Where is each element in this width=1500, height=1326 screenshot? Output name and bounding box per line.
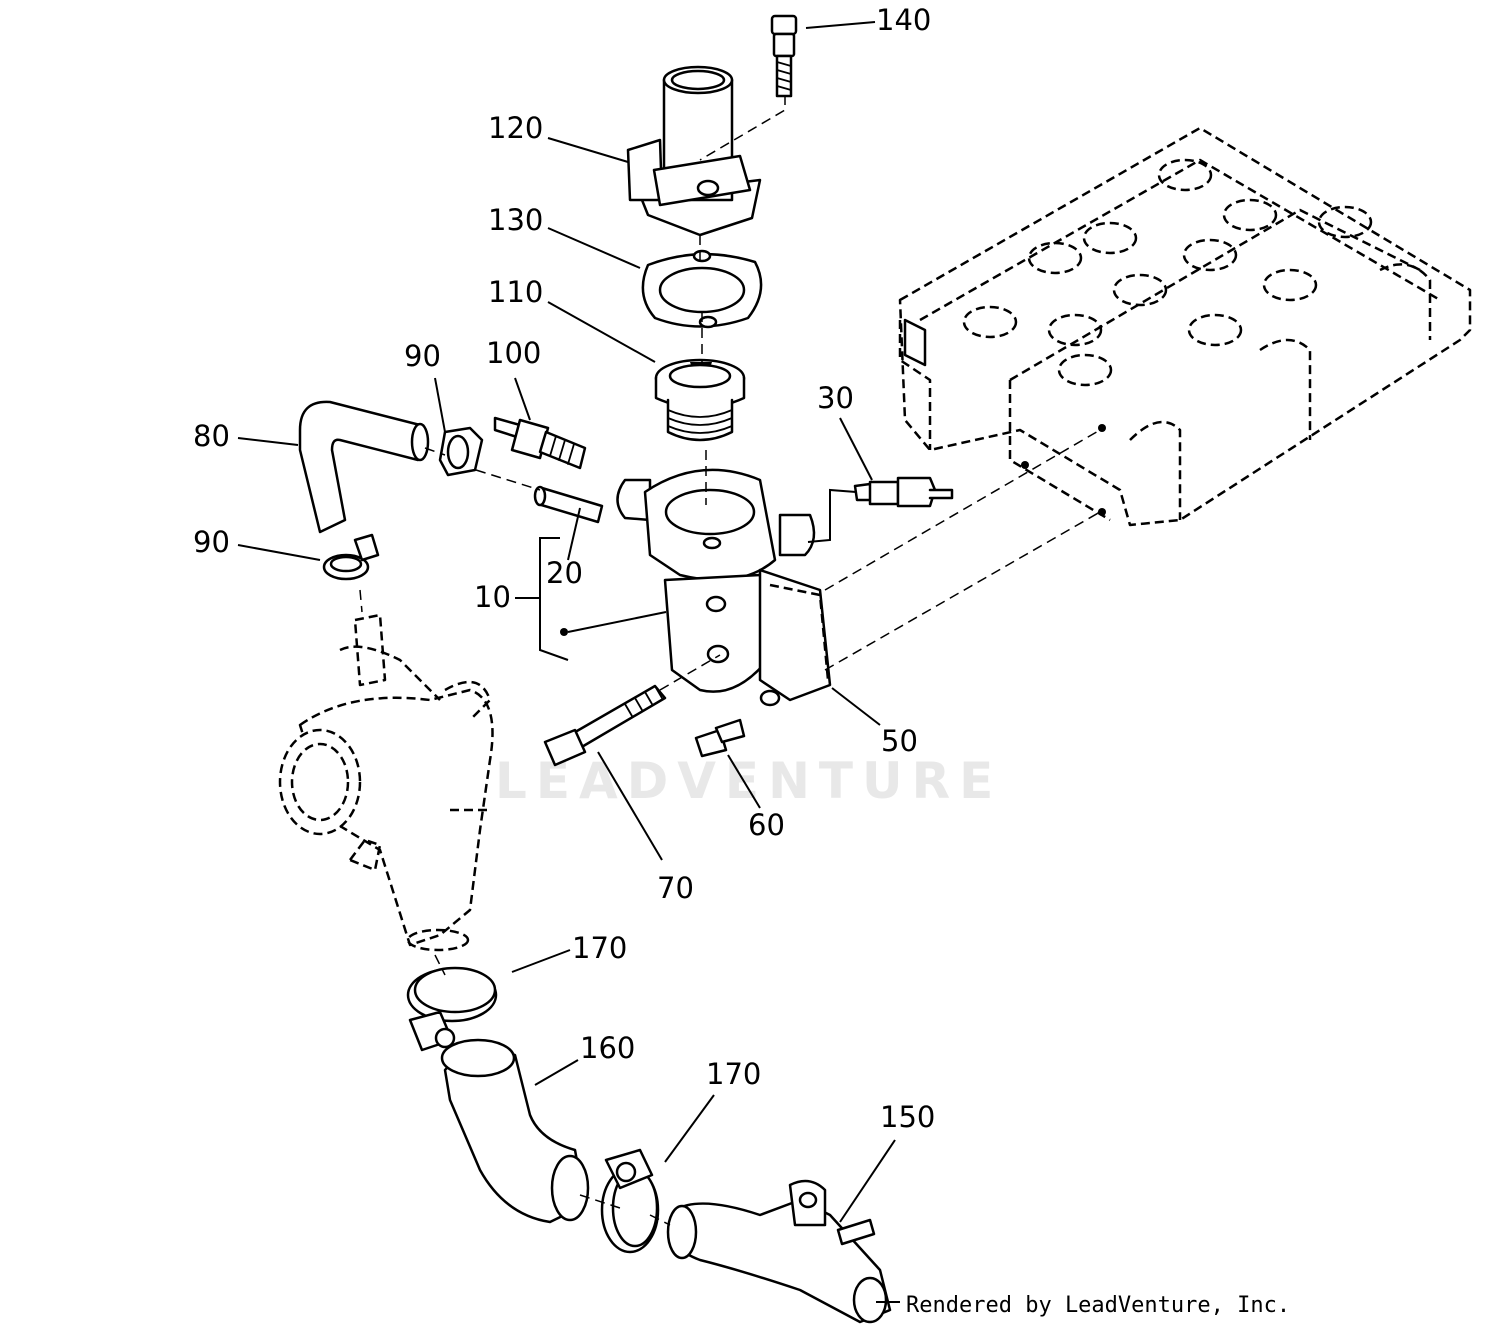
engine-block-phantom — [898, 126, 1472, 527]
water-outlet-120 — [626, 65, 762, 237]
render-credit: Rendered by LeadVenture, Inc. — [906, 1293, 1290, 1318]
callout-leaders — [237, 21, 900, 1303]
callout-labels: 140 120 130 110 90 100 80 30 90 20 10 50… — [193, 3, 935, 1134]
callout-70: 70 — [657, 871, 694, 905]
water-pump-phantom — [278, 613, 494, 952]
callout-80: 80 — [193, 419, 230, 453]
callout-90-upper: 90 — [404, 339, 441, 373]
callout-140: 140 — [876, 3, 931, 37]
callout-100: 100 — [486, 336, 541, 370]
callout-170-upper: 170 — [572, 931, 627, 965]
callout-120: 120 — [488, 111, 543, 145]
lower-hose-160 — [440, 1038, 590, 1224]
outlet-pipe-150 — [666, 1179, 892, 1324]
callout-150: 150 — [880, 1100, 935, 1134]
callout-170-lower: 170 — [706, 1057, 761, 1091]
bolt-140 — [770, 14, 798, 98]
bypass-hose-80 — [298, 400, 430, 534]
bolt-70 — [543, 684, 667, 767]
temp-sensor-30 — [853, 476, 954, 508]
callout-20: 20 — [546, 556, 583, 590]
callout-130: 130 — [488, 203, 543, 237]
callout-160: 160 — [580, 1031, 635, 1065]
hose-clamp-170-upper — [406, 966, 498, 1052]
bolt-60 — [694, 718, 746, 758]
callout-110: 110 — [488, 275, 543, 309]
watermark-text: LEADVENTURE — [495, 752, 1002, 810]
thermostat-housing-10 — [560, 468, 832, 707]
hose-clamp-170-lower — [600, 1148, 660, 1254]
gasket-130 — [641, 249, 763, 329]
pipe-20 — [533, 485, 604, 524]
thermostat-110 — [654, 358, 746, 442]
hose-clamp-90-upper — [438, 426, 484, 477]
callout-10: 10 — [474, 580, 511, 614]
callout-90-lower: 90 — [193, 525, 230, 559]
hose-clamp-90-lower — [322, 533, 380, 581]
callout-60: 60 — [748, 808, 785, 842]
assembly-lines — [359, 95, 1101, 1226]
sensor-100 — [493, 416, 587, 470]
callout-30: 30 — [817, 381, 854, 415]
callout-50: 50 — [881, 724, 918, 758]
